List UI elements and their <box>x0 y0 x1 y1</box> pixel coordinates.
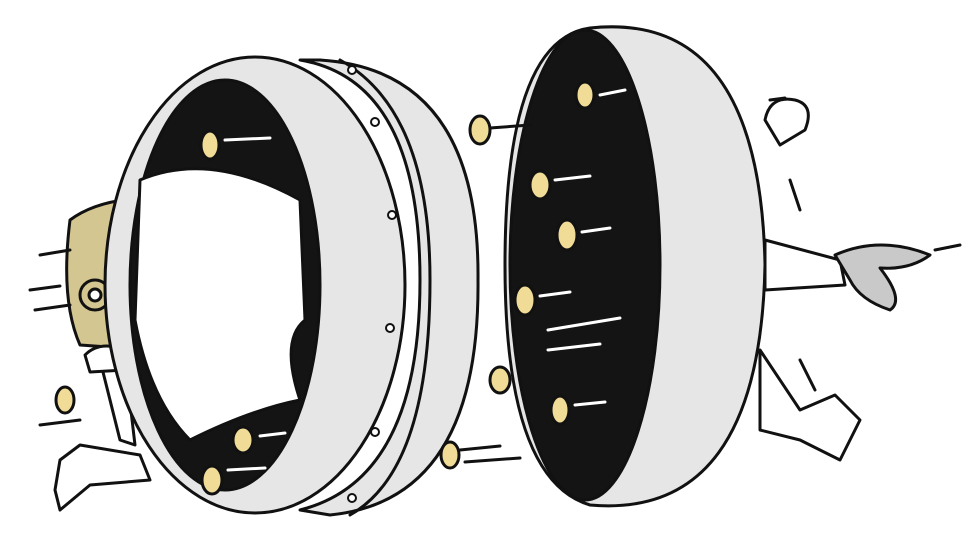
left-foot <box>53 443 152 512</box>
motion-lines <box>28 96 962 464</box>
coin <box>231 425 255 455</box>
coin <box>468 114 492 146</box>
right-figure-leg <box>758 348 862 462</box>
coin <box>488 365 512 395</box>
rivet <box>347 65 357 75</box>
coin <box>574 80 596 110</box>
motion-lines-interior <box>223 88 627 472</box>
right-ring <box>223 25 767 508</box>
coin <box>199 129 221 161</box>
coin <box>200 464 224 496</box>
right-figure-arm <box>763 238 847 292</box>
coin <box>555 218 579 252</box>
right-figure <box>758 97 932 462</box>
right-figure-head <box>763 97 810 147</box>
coin <box>513 283 537 317</box>
left-ring-opening <box>133 167 307 442</box>
hat <box>833 243 932 312</box>
coin <box>439 440 461 470</box>
coin <box>549 394 571 426</box>
left-ring <box>103 55 480 517</box>
left-ring-side-band <box>298 58 480 517</box>
flying-coins <box>54 114 512 470</box>
coin <box>54 385 76 415</box>
right-ring-interior <box>508 28 662 502</box>
coin <box>528 169 552 201</box>
